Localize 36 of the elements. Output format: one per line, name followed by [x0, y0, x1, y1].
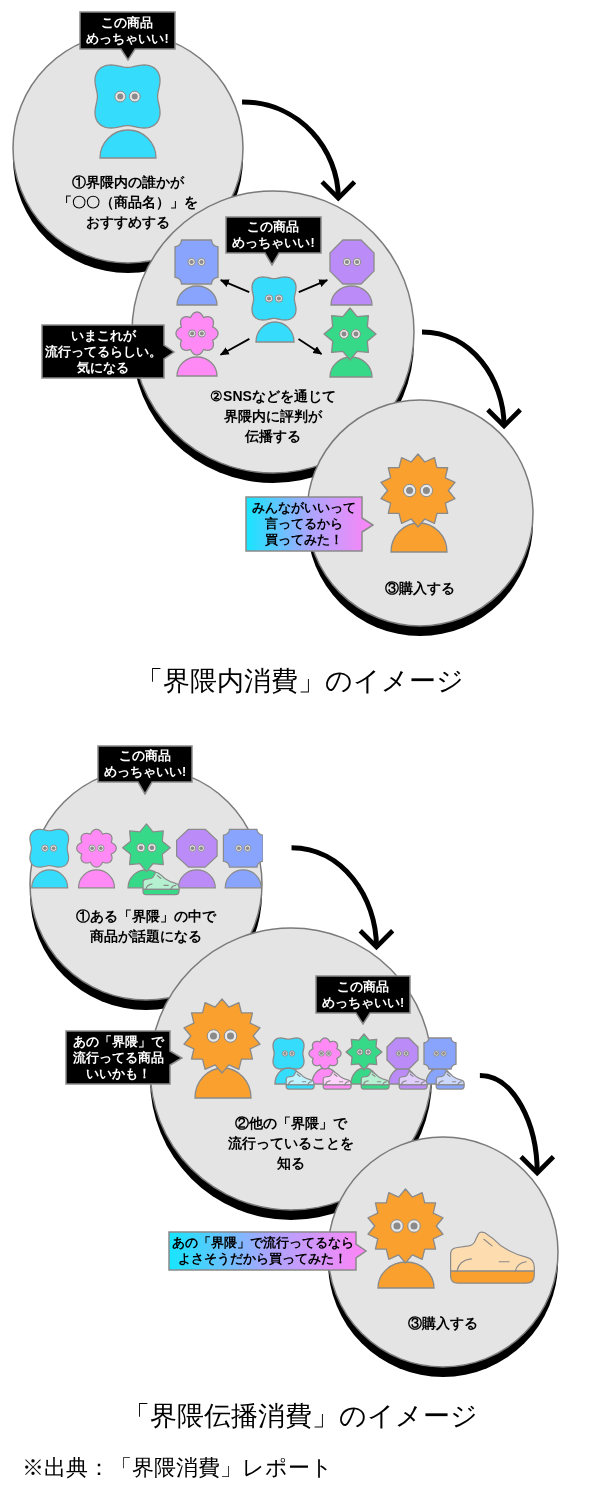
arrow — [219, 338, 251, 356]
curved-arrow — [291, 845, 395, 950]
speech-bubble — [65, 1030, 183, 1085]
arrow — [219, 279, 251, 293]
bubble-text: あの「界隈」で流行ってる商品いいかも！ — [72, 1033, 164, 1082]
step-text: ③購入する — [385, 579, 455, 598]
person-figure — [175, 311, 219, 377]
curved-arrow — [479, 1073, 556, 1176]
bubble-text: この商品めっちゃいい! — [321, 978, 405, 1011]
bubble-text: この商品めっちゃいい! — [103, 748, 187, 780]
person-figure — [251, 276, 297, 343]
speech-bubble — [168, 1231, 367, 1271]
bubble-text: あの「界隈」で流行ってるならよさそうだから買ってみた！ — [171, 1235, 354, 1267]
step-text: ①界隈内の誰かが「〇〇（商品名）」をおすすめする — [58, 173, 198, 232]
source-note: ※出典：「界隈消費」レポート — [22, 1454, 333, 1482]
step-text: ②SNSなどを通じて界隈内に評判が伝播する — [210, 387, 336, 446]
curved-arrow — [241, 99, 356, 201]
bubble-text: この商品めっちゃいい! — [86, 14, 169, 47]
step-text: ③購入する — [408, 1314, 478, 1333]
section-title: 「界隈伝播消費」のイメージ — [122, 1400, 478, 1433]
arrow — [297, 338, 323, 355]
bubble-text: いまこれが流行ってるらしい。気になる — [44, 327, 162, 376]
bubble-text: みんながいいって言ってるから買ってみた！ — [252, 500, 356, 548]
step-text: ①ある「界隈」の中で商品が話題になる — [76, 907, 216, 946]
person-figure — [174, 239, 219, 306]
section-title: 「界隈内消費」のイメージ — [136, 665, 464, 698]
speech-bubble — [41, 324, 175, 379]
speech-bubble — [315, 975, 411, 1025]
speech-bubble — [225, 216, 322, 266]
person-figure — [329, 239, 375, 306]
step-text: ②他の「界隈」で流行っていることを知る — [228, 1114, 354, 1173]
bubble-text: この商品めっちゃいい! — [232, 219, 315, 251]
curved-arrow — [421, 329, 522, 429]
person-figure — [323, 307, 377, 378]
speech-bubble — [245, 496, 374, 552]
arrow — [297, 279, 329, 293]
